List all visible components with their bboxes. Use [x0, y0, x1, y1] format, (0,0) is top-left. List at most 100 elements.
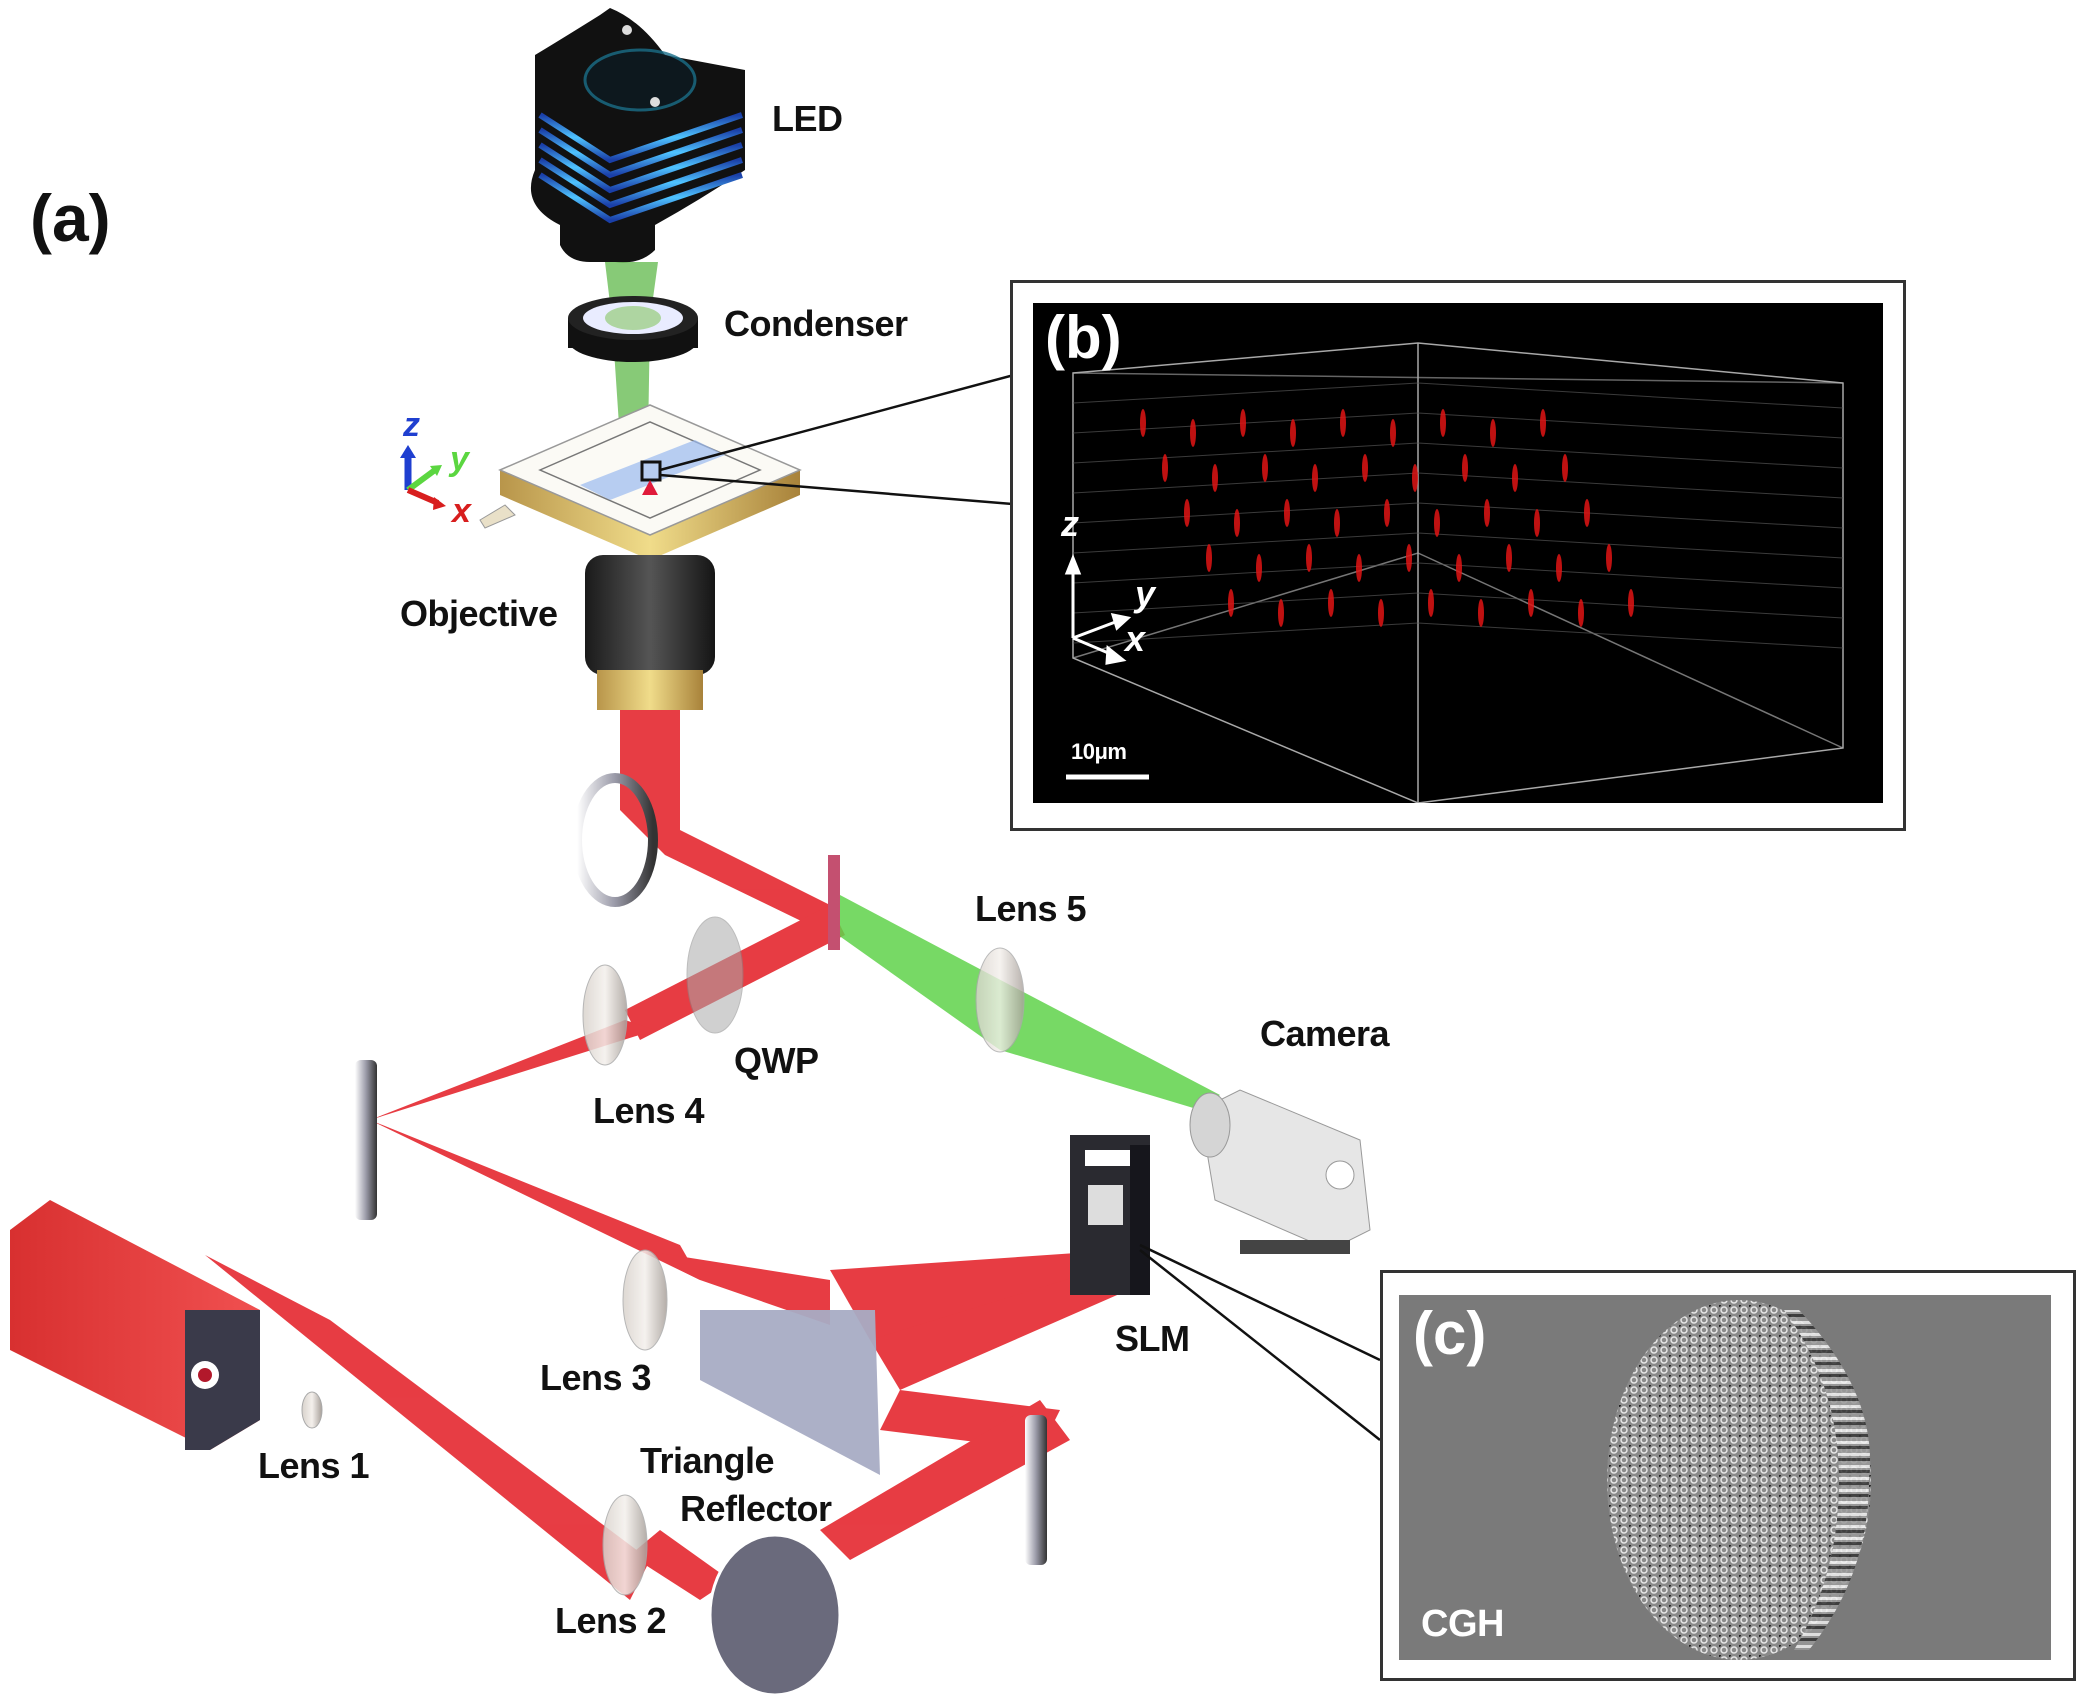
focal-spot [1406, 544, 1412, 572]
panel-b-label: (b) [1045, 304, 1122, 371]
focal-spot [1390, 419, 1396, 447]
triangle-reflector-icon [700, 1310, 880, 1475]
grid-line [1417, 532, 1844, 559]
grid-line [1072, 502, 1419, 524]
focal-spot [1356, 554, 1362, 582]
focal-spot [1490, 419, 1496, 447]
panel-a-label: (a) [30, 181, 111, 255]
grid-line [1072, 472, 1419, 494]
laser-beam-path [205, 710, 1140, 1600]
grid-line [1417, 382, 1844, 409]
focal-spot [1162, 454, 1168, 482]
grid-line [1072, 382, 1419, 404]
camera-icon [1189, 1089, 1371, 1254]
lens-3-icon [622, 1249, 668, 1351]
lens-5-label: Lens 5 [975, 888, 1087, 929]
lens-4-label: Lens 4 [593, 1090, 705, 1131]
grid-line [1072, 532, 1419, 554]
stage-axis-z-label: z [403, 406, 420, 444]
led-source-icon [530, 8, 745, 263]
callout-line-c-top [1139, 1243, 1381, 1362]
focal-spot [1256, 554, 1262, 582]
objective-icon [585, 555, 715, 710]
focal-spot [1578, 599, 1584, 627]
focal-spot [1290, 419, 1296, 447]
focal-spot [1262, 454, 1268, 482]
focal-spot [1284, 499, 1290, 527]
stage-axes-icon [400, 445, 446, 510]
focal-spot [1628, 589, 1634, 617]
focal-spot [1606, 544, 1612, 572]
camera-label: Camera [1260, 1013, 1390, 1054]
grid-line [1417, 562, 1844, 589]
lens-1-label: Lens 1 [258, 1445, 370, 1486]
focal-spot [1462, 454, 1468, 482]
focal-spot [1206, 544, 1212, 572]
focal-spot [1340, 409, 1346, 437]
focal-spot [1384, 499, 1390, 527]
imaging-beam [838, 895, 1220, 1110]
lens-2-icon [602, 1494, 648, 1596]
focal-spot [1234, 509, 1240, 537]
slm-label: SLM [1115, 1318, 1190, 1359]
focal-spot [1556, 554, 1562, 582]
condenser-icon [568, 296, 698, 362]
focal-spot [1540, 409, 1546, 437]
triangle-reflector-label-line2: Reflector [680, 1488, 832, 1529]
focal-spot [1584, 499, 1590, 527]
callout-line-b-bottom [659, 473, 1026, 507]
inset-b-axis-y: y [1135, 573, 1155, 614]
stage-axis-x-label: x [452, 492, 471, 530]
stage-axis-y-label: y [450, 440, 469, 478]
grid-line [1417, 502, 1844, 529]
lens-1-icon [301, 1391, 323, 1429]
laser-source-icon [10, 1200, 260, 1450]
lens-4-icon [582, 964, 628, 1066]
objective-label: Objective [400, 593, 558, 634]
cgh-label: CGH [1421, 1603, 1504, 1645]
inset-b-axis-z: z [1061, 503, 1079, 544]
focal-spot [1412, 464, 1418, 492]
left-mirror-icon [355, 1060, 377, 1220]
focal-spot [1184, 499, 1190, 527]
scale-bar-label: 10μm [1071, 739, 1127, 764]
lens-2-label: Lens 2 [555, 1600, 667, 1641]
focal-spot [1278, 599, 1284, 627]
inset-c-image: (c) CGH [1399, 1295, 2051, 1660]
grid-line [1417, 412, 1844, 439]
cgh-hologram [1607, 1300, 1871, 1660]
focal-spot [1240, 409, 1246, 437]
focal-spot [1484, 499, 1490, 527]
qwp-icon [686, 916, 744, 1034]
inset-c-frame: (c) CGH [1380, 1270, 2076, 1681]
focal-spot [1506, 544, 1512, 572]
qwp-label: QWP [734, 1040, 819, 1081]
focal-spot [1334, 509, 1340, 537]
focal-spot [1534, 509, 1540, 537]
inset-b-axis-x: x [1125, 618, 1145, 659]
focal-spot [1378, 599, 1384, 627]
callout-line-b-top [659, 370, 1026, 472]
panel-c-label: (c) [1413, 1300, 1487, 1367]
focal-spot [1478, 599, 1484, 627]
slm-icon [1070, 1135, 1150, 1295]
focal-spot [1362, 454, 1368, 482]
led-label: LED [772, 98, 843, 139]
focal-spot [1456, 554, 1462, 582]
focal-spot [1512, 464, 1518, 492]
focal-spot [1190, 419, 1196, 447]
grid-line [1417, 442, 1844, 469]
lens-5-icon [975, 947, 1025, 1053]
focal-spot [1228, 589, 1234, 617]
sample-stage-icon [479, 404, 802, 560]
inset-b-image: (b) z y x 10μm [1033, 303, 1883, 803]
focal-spot [1140, 409, 1146, 437]
dichroic-mirror-icon [828, 855, 840, 950]
bottom-mirror-icon [708, 1533, 842, 1695]
right-mirror-icon [1025, 1415, 1047, 1565]
grid-line [1072, 442, 1419, 464]
focal-spot [1328, 589, 1334, 617]
focal-spot [1212, 464, 1218, 492]
focal-spot [1428, 589, 1434, 617]
